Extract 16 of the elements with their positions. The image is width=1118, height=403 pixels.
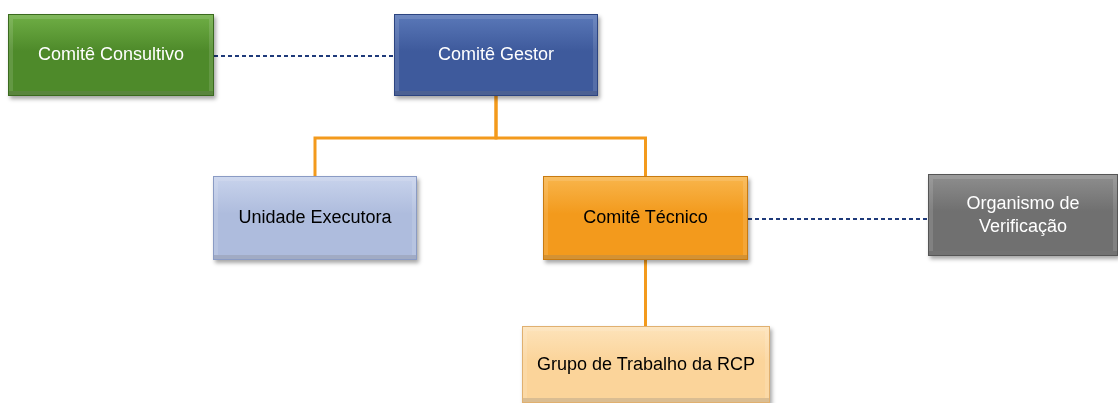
- org-box: [213, 176, 417, 260]
- org-box: [543, 176, 748, 260]
- connector-line: [494, 96, 647, 176]
- dashed-connector: [747, 218, 929, 220]
- box-label: Comitê Gestor: [437, 43, 554, 67]
- dashed-connector: [213, 55, 395, 57]
- org-box: [394, 14, 598, 96]
- org-box: [8, 14, 214, 96]
- box-label: Organismo de Verificação: [965, 191, 1081, 238]
- connector-line: [644, 260, 647, 326]
- box-label: Grupo de Trabalho da RCP: [536, 352, 756, 376]
- org-box: [928, 174, 1118, 256]
- box-label: Unidade Executora: [238, 206, 392, 230]
- box-label: Comitê Técnico: [583, 206, 708, 230]
- box-label: Comitê Consultivo: [37, 43, 185, 67]
- org-box: [522, 326, 770, 403]
